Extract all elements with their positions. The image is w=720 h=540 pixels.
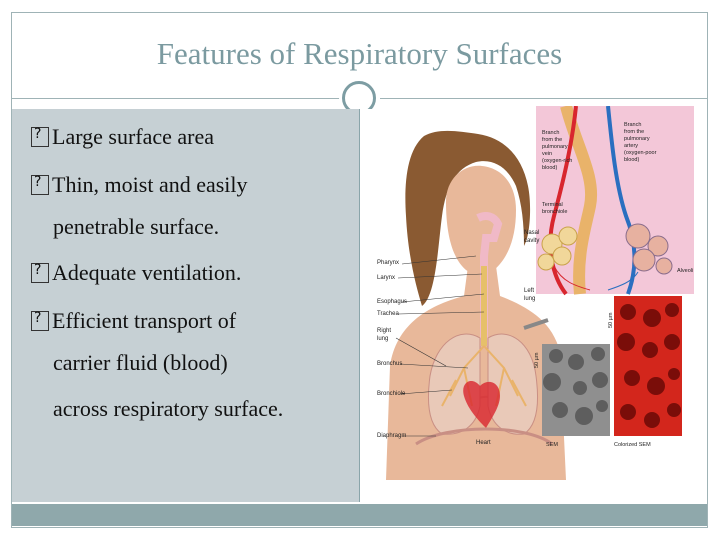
svg-text:artery: artery [624,143,638,149]
svg-text:(oxygen-poor: (oxygen-poor [624,150,657,156]
hair-shape [405,130,531,306]
label-alveoli: Alveoli [677,268,693,274]
bullet-continuation: carrier fluid (blood) [53,350,228,375]
respiratory-system-illustration: Pharynx Larynx Esophagus Trachea Right l… [376,106,696,480]
label-heart: Heart [476,440,491,446]
svg-text:vein: vein [542,151,552,157]
title-rule-left [12,98,340,99]
bullet-continuation: penetrable surface. [53,214,220,239]
content-panel [12,109,359,502]
label-left-lung-1: Left [524,288,534,294]
label-bronchiole: Bronchiole [377,391,406,397]
label-diaphragm: Diaphragm [377,433,406,439]
label-sem: SEM [546,442,558,448]
svg-text:blood): blood) [542,165,557,171]
label-scale-2: 50 µm [608,312,614,328]
heart-shape [463,381,500,428]
label-left-lung-2: lung [524,296,535,302]
missing-glyph-bullet-icon [31,126,49,147]
label-trachea: Trachea [377,311,399,317]
label-pharynx: Pharynx [377,260,399,266]
svg-text:from the: from the [542,137,562,143]
svg-text:pulmonary: pulmonary [542,144,568,150]
label-scale-1: 50 µm [534,352,540,368]
label-nasal-2: cavity [524,238,539,244]
title-rule-right [380,98,707,99]
label-nasal-1: Nasal [524,230,539,236]
missing-glyph-bullet-icon [31,262,49,283]
alveoli-cluster-right [625,223,673,275]
missing-glyph-bullet-icon [31,310,49,331]
label-larynx: Larynx [377,275,395,281]
label-colorized-sem: Colorized SEM [614,442,651,448]
slide-title: Features of Respiratory Surfaces [156,36,563,71]
svg-text:pulmonary: pulmonary [624,136,650,142]
missing-glyph-bullet-icon [31,174,49,195]
label-bronchus: Bronchus [377,361,402,367]
label-branch-vein-1: Branch [542,130,559,136]
bronchiole-tube [560,106,598,295]
bullet-item: Efficient transport of [31,308,236,334]
label-right-lung-1: Right [377,328,391,334]
panel-divider [359,109,360,502]
svg-text:from the: from the [624,129,644,135]
label-right-lung-2: lung [377,336,388,342]
airway-shape [476,212,503,346]
label-esophagus: Esophagus [377,299,407,305]
label-terminal-bronchiole-1: Terminal [542,202,563,208]
alveoli-cluster-left [537,226,578,271]
footer-bar [12,504,707,526]
bullet-item: Adequate ventilation. [31,260,241,286]
slide-frame [11,12,708,528]
artery-vessel [606,106,637,295]
bullet-item: Large surface area [31,124,214,150]
svg-text:bronchiole: bronchiole [542,209,567,215]
bullet-item: Thin, moist and easily [31,172,248,198]
svg-text:(oxygen-rich: (oxygen-rich [542,158,572,164]
label-branch-artery-1: Branch [624,122,641,128]
bullet-continuation: across respiratory surface. [53,396,284,421]
vein-vessel [548,106,578,296]
svg-text:blood): blood) [624,157,639,163]
